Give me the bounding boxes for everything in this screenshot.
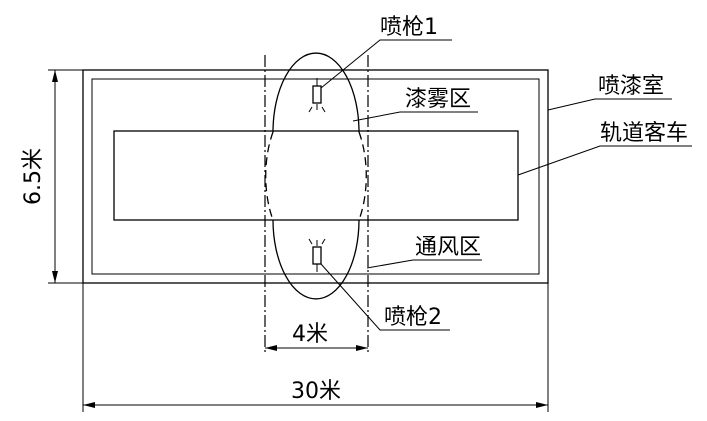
spray-gun-2-icon	[308, 238, 326, 272]
leader-rail-car	[517, 145, 692, 176]
leader-spray-booth	[547, 98, 672, 111]
label-spray-gun-2: 喷枪2	[384, 305, 442, 330]
label-paint-mist-zone: 漆雾区	[405, 87, 471, 112]
spray-booth-inner-wall	[91, 78, 540, 275]
width-30m-dimension	[82, 283, 549, 412]
label-ventilation-zone: 通风区	[415, 235, 481, 260]
label-height-6-5m: 6.5米	[21, 148, 46, 205]
label-spray-booth: 喷漆室	[598, 74, 664, 99]
label-rail-car: 轨道客车	[600, 121, 688, 146]
spray-gun-1-icon	[308, 78, 326, 113]
label-spray-gun-1: 喷枪1	[380, 15, 438, 40]
paint-mist-ellipse-right	[358, 131, 367, 221]
paint-mist-ellipse-bottom	[272, 219, 360, 300]
spray-booth-outer-wall	[82, 69, 549, 284]
leader-spray-gun-2	[320, 263, 450, 331]
paint-mist-ellipse-left	[265, 131, 274, 221]
paint-mist-ellipse-top	[272, 52, 360, 133]
width-4m-dimension	[265, 345, 368, 351]
height-dimension	[48, 69, 83, 284]
label-width-4m: 4米	[292, 322, 328, 347]
label-width-30m: 30米	[291, 379, 341, 404]
leader-ventilation-zone	[366, 259, 482, 269]
leader-spray-gun-1	[320, 39, 452, 89]
leader-paint-mist-zone	[352, 111, 478, 122]
rail-car-body	[113, 130, 519, 221]
